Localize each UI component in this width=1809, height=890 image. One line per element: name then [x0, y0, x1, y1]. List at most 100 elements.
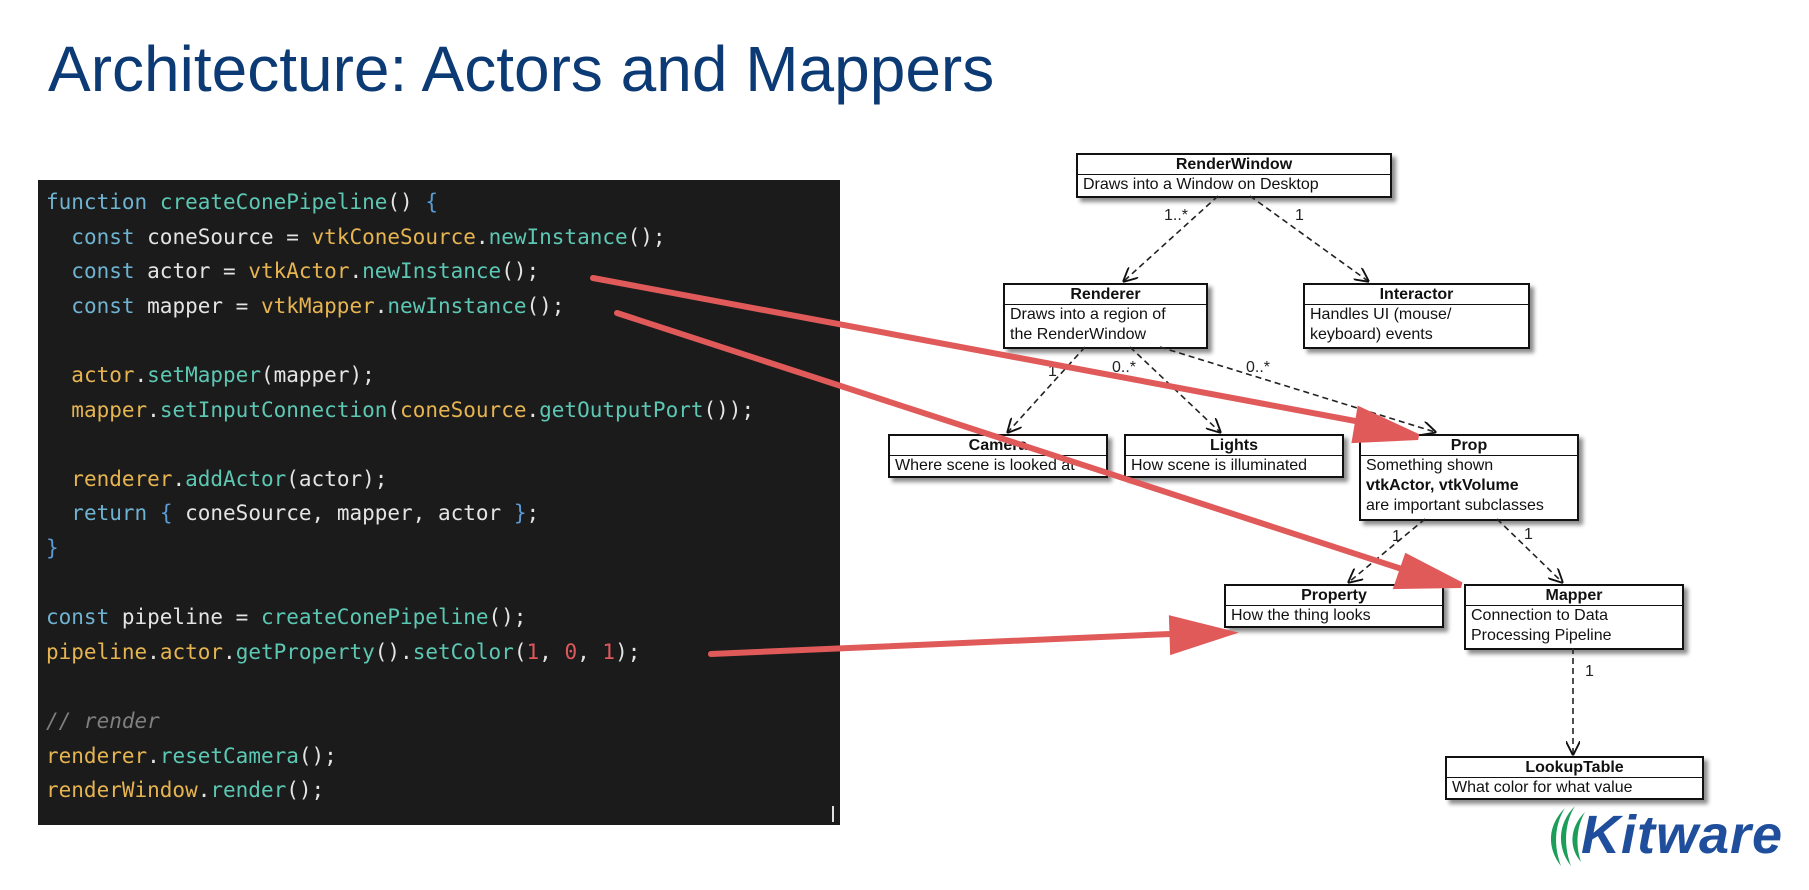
code-line	[46, 566, 754, 601]
code-token: setColor	[412, 639, 514, 664]
code-line	[46, 427, 754, 462]
association-renderer-lights	[1129, 346, 1220, 432]
code-line: // render	[46, 704, 754, 739]
multiplicity-label: 1..*	[1164, 207, 1188, 224]
uml-class-desc: Handles UI (mouse/	[1310, 306, 1452, 323]
code-token	[147, 190, 160, 214]
code-line: const mapper = vtkMapper.newInstance();	[46, 289, 754, 324]
code-token: setMapper	[147, 362, 261, 387]
uml-class-desc: What color for what value	[1452, 779, 1633, 796]
code-token	[46, 259, 71, 283]
association-prop-mapper	[1496, 518, 1562, 582]
code-token: (actor);	[286, 466, 388, 491]
uml-class-camera: Camera Where scene is looked at	[888, 434, 1108, 478]
uml-class-desc: Where scene is looked at	[895, 457, 1075, 474]
code-token: coneSource =	[134, 224, 312, 249]
code-token	[46, 363, 71, 387]
code-token: (	[387, 397, 401, 422]
code-token	[46, 501, 71, 525]
code-token: }	[513, 501, 527, 526]
uml-class-prop: Prop Something shown vtkActor, vtkVolume…	[1359, 434, 1579, 521]
code-line: const actor = vtkActor.newInstance();	[46, 254, 754, 289]
uml-class-desc: Draws into a region of	[1010, 306, 1166, 323]
code-token	[147, 501, 160, 525]
multiplicity-label: 1	[1295, 207, 1304, 224]
uml-class-desc: Draws into a Window on Desktop	[1083, 176, 1319, 193]
code-token: {	[425, 190, 438, 214]
uml-class-lights: Lights How scene is illuminated	[1124, 434, 1344, 478]
code-token: actor	[159, 639, 224, 664]
code-token: );	[615, 639, 641, 664]
code-line: renderer.resetCamera();	[46, 739, 754, 774]
uml-class-desc: Connection to Data	[1471, 607, 1608, 624]
code-token: actor	[71, 362, 135, 387]
uml-class-desc: vtkActor, vtkVolume	[1366, 477, 1519, 494]
code-token: .	[223, 639, 236, 664]
code-token: .	[475, 224, 489, 249]
code-token: createConePipeline	[260, 605, 489, 630]
code-line	[46, 323, 754, 358]
association-prop-property	[1349, 518, 1426, 582]
code-token: 0	[564, 639, 578, 664]
code-token: coneSource, mapper, actor	[172, 501, 514, 526]
code-token: const	[46, 605, 110, 630]
code-token: .	[134, 362, 148, 387]
code-token	[46, 225, 71, 249]
code-line: renderer.addActor(actor);	[46, 462, 754, 497]
code-token: pipeline	[46, 639, 148, 664]
code-token: .	[147, 397, 160, 422]
kitware-leaf-icon	[1550, 806, 1585, 866]
code-token: ,	[577, 639, 603, 664]
code-token: // render	[46, 708, 160, 733]
code-token: .	[197, 778, 211, 803]
code-line: renderWindow.render();	[46, 773, 754, 808]
code-token: addActor	[185, 466, 287, 491]
uml-class-desc: keyboard) events	[1310, 326, 1433, 343]
code-token: ,	[539, 639, 565, 664]
uml-class-renderwindow: RenderWindow Draws into a Window on Desk…	[1076, 153, 1392, 198]
code-token: ();	[627, 224, 666, 249]
code-line: pipeline.actor.getProperty().setColor(1,…	[46, 635, 754, 670]
code-token: .	[526, 397, 540, 422]
code-token: ());	[703, 397, 755, 422]
code-token: ;	[526, 501, 540, 526]
code-token: function	[46, 190, 148, 214]
kitware-logo: Kitware	[1535, 800, 1797, 872]
multiplicity-label: 0..*	[1112, 359, 1136, 376]
uml-class-property: Property How the thing looks	[1224, 584, 1444, 628]
uml-class-lookuptable: LookupTable What color for what value	[1445, 756, 1704, 800]
code-token: (mapper);	[260, 362, 375, 387]
code-token: return	[71, 501, 148, 526]
code-token: resetCamera	[159, 743, 299, 768]
code-token: ();	[298, 743, 337, 768]
uml-class-desc: Processing Pipeline	[1471, 627, 1612, 644]
code-token: vtkMapper	[260, 293, 375, 318]
code-token: vtkActor	[248, 259, 350, 284]
code-token: coneSource	[400, 397, 527, 422]
code-token	[46, 398, 71, 422]
code-token: renderer	[71, 466, 173, 491]
code-line: mapper.setInputConnection(coneSource.get…	[46, 393, 754, 428]
code-line: return { coneSource, mapper, actor };	[46, 496, 754, 531]
code-line: }	[46, 531, 754, 566]
uml-class-desc: the RenderWindow	[1010, 326, 1147, 343]
code-token: newInstance	[362, 259, 502, 284]
multiplicity-label: 0..*	[1246, 359, 1270, 376]
uml-class-name: Mapper	[1466, 586, 1682, 606]
code-token: newInstance	[488, 224, 628, 249]
code-token: const	[71, 293, 135, 318]
uml-class-name: Camera	[890, 436, 1106, 456]
code-token: getProperty	[235, 639, 375, 664]
uml-class-desc: are important subclasses	[1366, 497, 1544, 514]
uml-class-name: RenderWindow	[1078, 155, 1390, 175]
association-rw-interactor	[1249, 195, 1368, 281]
code-line: actor.setMapper(mapper);	[46, 358, 754, 393]
code-token: setInputConnection	[159, 397, 388, 422]
multiplicity-label: 1	[1524, 526, 1533, 543]
code-token: getOutputPort	[539, 397, 704, 422]
uml-class-desc: How the thing looks	[1231, 607, 1371, 624]
code-token: render	[210, 778, 287, 803]
code-token: vtkConeSource	[311, 224, 476, 249]
